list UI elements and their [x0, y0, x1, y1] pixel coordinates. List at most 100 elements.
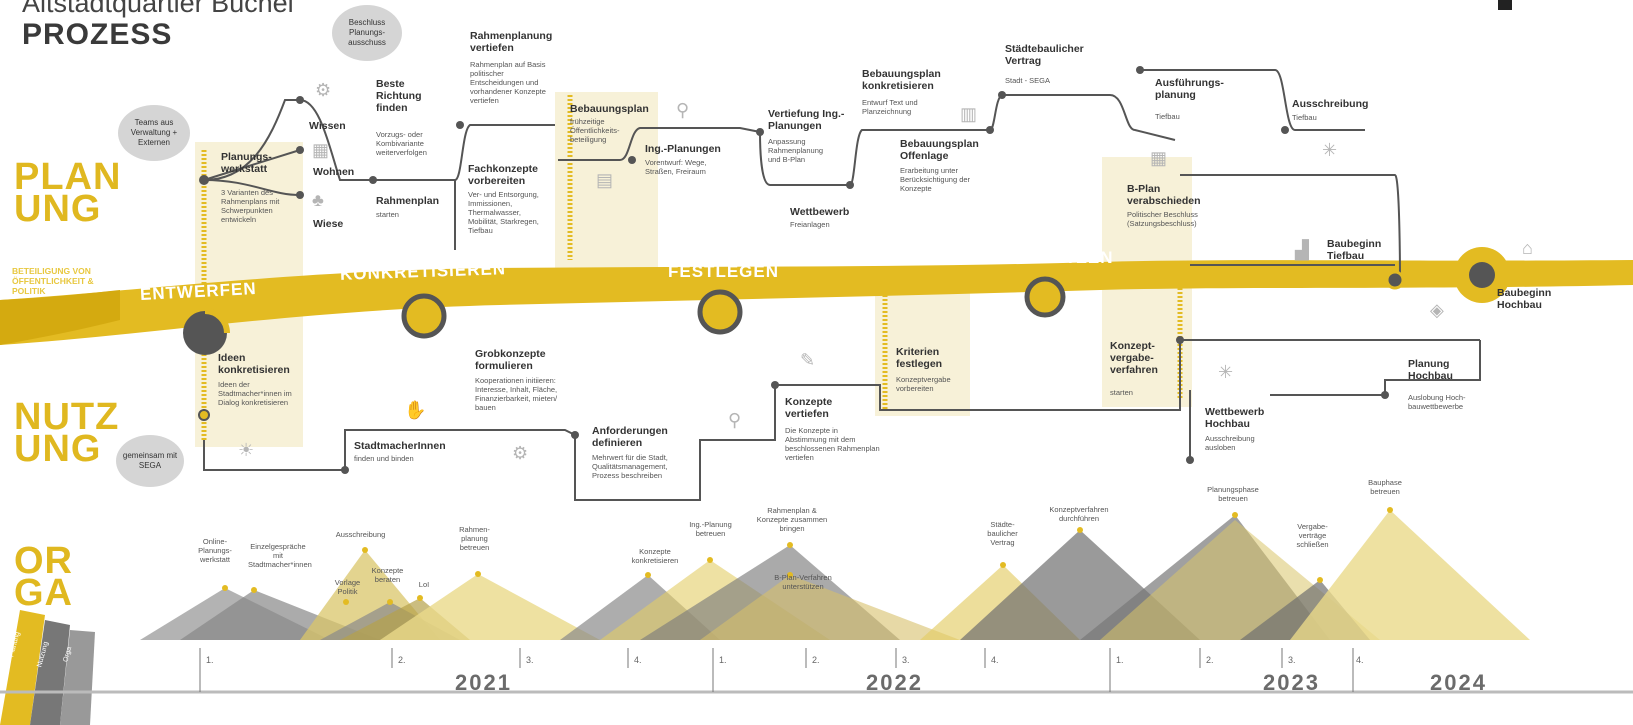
step-staedtebaulicher-vertrag-desc: Stadt - SEGA — [1005, 76, 1051, 85]
step-bebauungsplan: Bebauungsplan — [570, 103, 649, 115]
step-ausschreibung-desc: Tiefbau — [1292, 113, 1317, 122]
step-rahmenplan-desc: starten — [376, 210, 399, 219]
year-2021: 2021 — [455, 670, 512, 695]
step-ing-planungen: Ing.-Planungen — [645, 143, 721, 155]
orga-item: Konzepte beraten — [371, 566, 404, 584]
quarter-label: 1. — [206, 655, 214, 665]
step-rahmenplanung-vertiefen: Rahmenplanung vertiefen — [470, 30, 553, 54]
step-bp-konkretisieren: Bebauungsplan konkretisieren — [862, 68, 941, 92]
highlight-kriterien — [875, 280, 970, 416]
step-bp-konkretisieren-desc: Entwurf Text und Planzeichnung — [862, 98, 918, 116]
beteiligung-band — [0, 260, 1633, 345]
step-ing-planungen-desc: Vorentwurf: Wege, Straßen, Freiraum — [645, 158, 707, 176]
logo — [1498, 0, 1512, 10]
document-stack-icon: ▥ — [960, 104, 978, 124]
bubble-gemeinsam: gemeinsam mit SEGA — [116, 435, 184, 487]
bubble-teams: Teams aus Verwaltung + Externen — [118, 105, 190, 161]
step-konzeptvergabeverfahren: Konzept-vergabe-verfahren — [1110, 340, 1158, 376]
lane-orga-2: GA — [14, 572, 73, 614]
orga-mountains — [140, 510, 1530, 640]
quarter-label: 1. — [719, 655, 727, 665]
orga-item: B-Plan-Verfahren unterstützen — [774, 573, 832, 591]
orga-item: Planungsphase betreuen — [1207, 485, 1259, 503]
step-wettbewerb-hochbau: Wettbewerb Hochbau — [1205, 406, 1265, 430]
handshake-icon: ✋ — [404, 400, 427, 420]
quarter-label: 3. — [526, 655, 534, 665]
page-title: PROZESS — [22, 18, 173, 51]
beteiligung-label: BETEILIGUNG VON ÖFFENTLICHKEIT & POLITIK — [12, 266, 94, 296]
step-kriterien: Kriterien festlegen — [896, 346, 943, 370]
tree-icon: ♣ — [312, 190, 324, 210]
variant-wissen: Wissen — [309, 120, 346, 132]
step-stadtmacher-desc: finden und binden — [354, 454, 414, 463]
side-bars — [0, 610, 95, 725]
lane-nutzung-2: UNG — [14, 428, 102, 470]
orga-dots — [222, 507, 1393, 605]
quarter-label: 2. — [398, 655, 406, 665]
quarter-label: 3. — [902, 655, 910, 665]
step-wettbewerb-hochbau-desc: Ausschreibung ausloben — [1205, 434, 1255, 452]
lightbulb-icon: ☀ — [238, 440, 255, 460]
orga-item: Vorlage Politik — [334, 578, 361, 596]
project-title: Altstadtquartier Büchel — [22, 0, 294, 18]
lane-planung-2: UNG — [14, 188, 102, 230]
quarter-label: 1. — [1116, 655, 1124, 665]
year-2023: 2023 — [1263, 670, 1320, 695]
document-icon: ▤ — [596, 170, 614, 190]
variant-wohnen: Wohnen — [313, 166, 355, 178]
quarter-label: 4. — [634, 655, 642, 665]
step-fachkonzepte-desc: Ver- und Entsorgung, Immissionen, Therma… — [468, 190, 539, 235]
lane-orga-1: OR — [14, 540, 73, 582]
step-vertiefung-ing-desc: Anpassung Rahmenplanung und B-Plan — [768, 137, 824, 164]
step-ideen-konkretisieren: Ideen konkretisieren — [218, 352, 290, 376]
step-fachkonzepte: Fachkonzepte vorbereiten — [468, 163, 539, 187]
step-kriterien-desc: Konzeptvergabe vorbereiten — [896, 375, 951, 393]
step-bebauungsplan-desc: frühzeitige Öffentlichkeits-beteiligung — [570, 117, 620, 144]
step-grobkonzepte-desc: Kooperationen initiieren: Interesse, Inh… — [475, 376, 558, 412]
step-staedtebaulicher-vertrag: Städtebaulicher Vertrag — [1005, 43, 1084, 67]
step-bplan-verabschieden: B-Plan verabschieden — [1127, 183, 1201, 207]
year-2024: 2024 — [1430, 670, 1487, 695]
settings-icon: ⚙ — [512, 443, 529, 463]
step-anforderungen: Anforderungen definieren — [592, 425, 668, 449]
orga-item: Rahmen-planung betreuen — [459, 525, 490, 552]
orga-item: Konzepte konkretisieren — [631, 547, 679, 565]
step-anforderungen-desc: Mehrwert für die Stadt, Qualitätsmanagem… — [592, 453, 668, 480]
step-bplan-verabschieden-desc: Politischer Beschluss (Satzungsbeschluss… — [1127, 210, 1198, 228]
step-baubeginn-hochbau: Baubeginn Hochbau — [1497, 287, 1552, 311]
step-grobkonzepte: Grobkonzepte formulieren — [475, 348, 546, 372]
timeline-axis — [0, 648, 1633, 694]
band-milestones — [183, 247, 1510, 355]
step-beste-richtung: Beste Richtung finden — [376, 78, 422, 114]
step-ausfuehrungsplanung-desc: Tiefbau — [1155, 112, 1180, 121]
step-planungswerkstatt-desc: 3 Varianten des Rahmenplans mit Schwerpu… — [221, 188, 280, 224]
orga-item: LoI — [418, 580, 430, 589]
step-wettbewerb-desc: Freianlagen — [790, 220, 830, 229]
cube-icon: ◈ — [1430, 300, 1444, 320]
quarter-label: 2. — [1206, 655, 1214, 665]
step-beste-richtung-desc: Vorzugs- oder Kombivariante weiterverfol… — [376, 130, 427, 157]
quarter-label: 4. — [991, 655, 999, 665]
step-planungswerkstatt: Planungs-werkstatt — [221, 151, 272, 175]
lane-planung-1: PLAN — [14, 156, 122, 198]
variant-wiese: Wiese — [313, 218, 344, 230]
orga-item: Städte-baulicher Vertrag — [987, 520, 1018, 547]
phase-festlegen: FESTLEGEN — [668, 262, 780, 281]
step-bp-offenlage-desc: Erarbeitung unter Berücksichtigung der K… — [900, 166, 971, 193]
step-planung-hochbau-desc: Auslobung Hoch-bauwettbewerbe — [1408, 393, 1466, 411]
step-ideen-konkretisieren-desc: Ideen der Stadtmacher*innen im Dialog ko… — [218, 380, 292, 407]
orga-item: Bauphase betreuen — [1368, 478, 1402, 496]
orga-item: Einzelgespräche mit Stadtmacher*innen — [248, 542, 312, 569]
step-wettbewerb: Wettbewerb — [790, 206, 850, 218]
year-2022: 2022 — [866, 670, 923, 695]
step-konzeptvergabeverfahren-desc: starten — [1110, 388, 1133, 397]
step-konzepte-vertiefen-desc: Die Konzepte in Abstimmung mit dem besch… — [785, 426, 880, 462]
step-vertiefung-ing: Vertiefung Ing.-Planungen — [768, 108, 845, 132]
nutzung-lines — [203, 338, 1481, 501]
lane-nutzung-1: NUTZ — [14, 396, 120, 438]
house-icon: ⌂ — [1522, 238, 1533, 258]
search-icon-2: ⚲ — [728, 410, 742, 430]
step-ausschreibung: Ausschreibung — [1292, 98, 1369, 110]
search-icon: ⚲ — [676, 100, 690, 120]
